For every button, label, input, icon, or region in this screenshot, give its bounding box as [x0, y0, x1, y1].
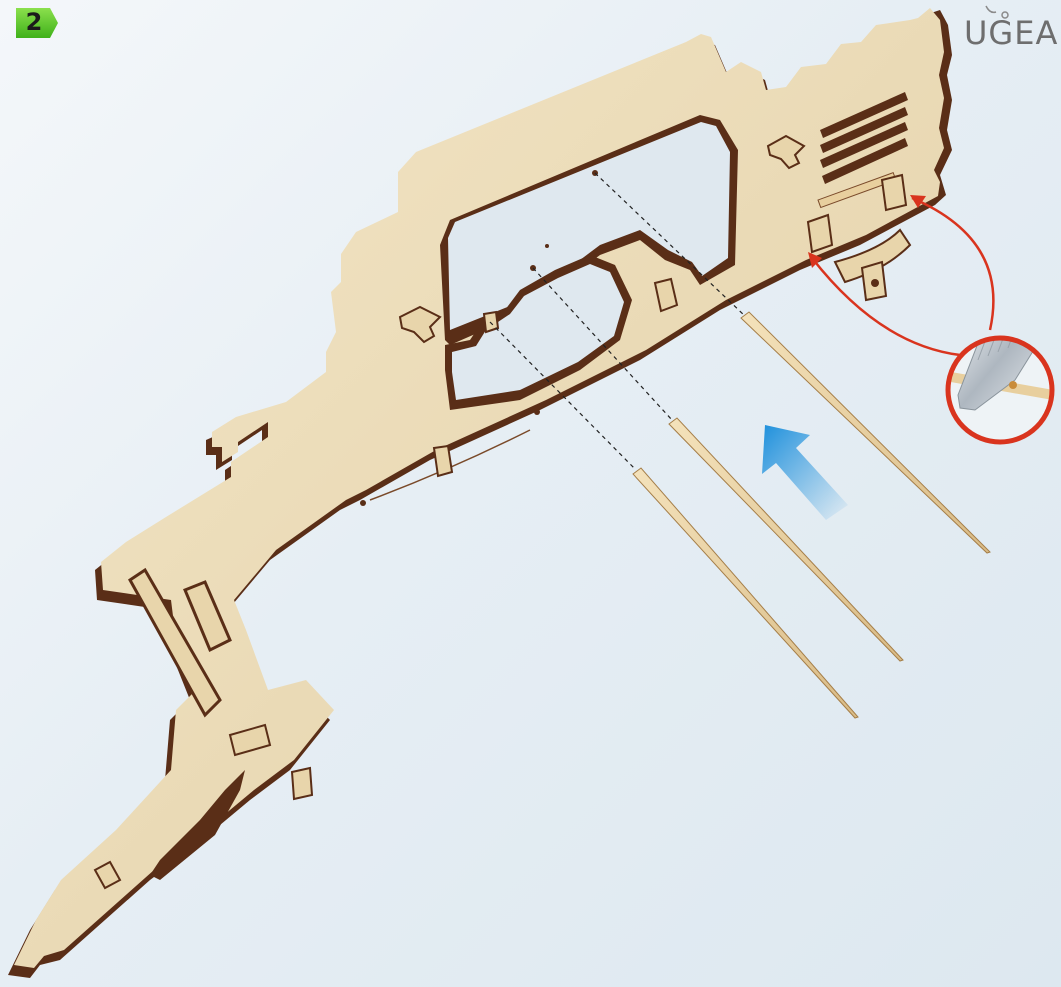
assembly-direction-arrow-icon	[762, 425, 848, 520]
wooden-pins	[633, 312, 990, 718]
